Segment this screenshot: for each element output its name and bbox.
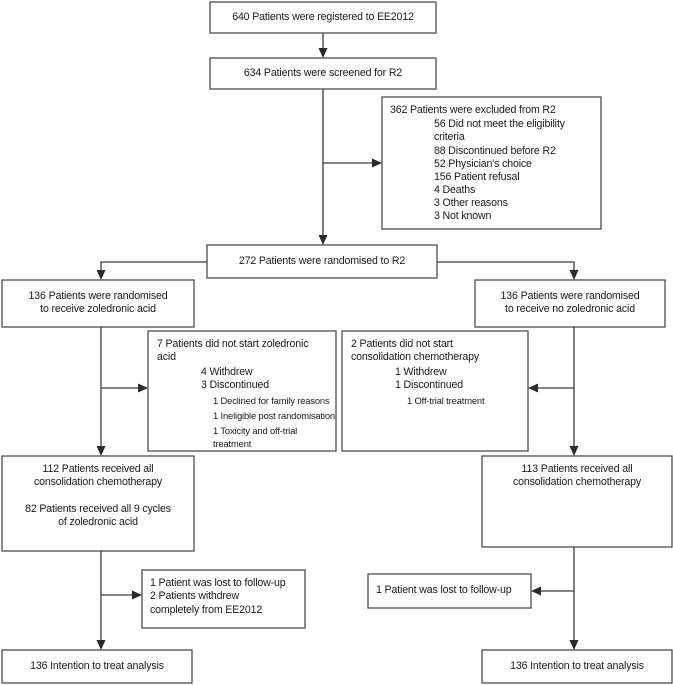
arrowhead-left-lost [132,590,142,600]
arrowhead-left-allocation [96,270,106,280]
box-right-received [481,455,673,548]
arrowhead-left-itt [96,640,106,650]
label-excluded-reason-0: 56 Did not meet the eligibility criteria [434,118,565,144]
box-registered [209,1,437,34]
label-left-not-started-heading: 7 Patients did not start zoledronic acid [157,338,309,364]
label-excluded-reason-2: 52 Physician's choice [434,158,532,170]
box-left-itt [1,649,193,684]
label-right-not-started-heading: 2 Patients did not start consolidation c… [351,338,480,364]
label-left-not-started-l2-0: 1 Declined for family reasons [213,395,330,406]
box-right-not-started [341,330,529,452]
arrowhead-left-not-started [138,383,148,393]
arrowhead-excluded [372,158,382,168]
label-excluded-heading: 362 Patients were excluded from R2 [390,104,556,116]
label-screened: 634 Patients were screened for R2 [243,67,403,79]
label-right-allocation: 136 Patients were randomised to receive … [500,290,640,316]
box-right-itt [481,649,673,684]
box-right-lost [367,573,532,609]
label-excluded-reason-1: 88 Discontinued before R2 [434,145,556,157]
label-excluded-reason-3: 156 Patient refusal [434,171,520,183]
arrowhead-screened [318,48,328,58]
box-right-allocation [474,279,666,328]
label-left-not-started-l2-1: 1 Ineligible post randomisation [213,410,335,421]
label-right-itt: 136 Intention to treat analysis [510,660,644,672]
label-left-itt: 136 Intention to treat analysis [30,660,164,672]
arrowhead-randomised-r2 [318,235,328,245]
label-left-lost: 1 Patient was lost to follow-up 2 Patien… [150,577,286,616]
box-screened [209,57,437,90]
label-left-received-line2: 82 Patients received all 9 cycles of zol… [25,503,171,529]
arrowhead-right-itt [569,640,579,650]
label-left-not-started-l1-0: 4 Withdrew [201,366,253,378]
arrowhead-right-received [569,446,579,456]
box-left-received [1,455,195,552]
label-registered: 640 Patients were registered to EE2012 [232,11,414,23]
label-excluded-reason-5: 3 Other reasons [434,197,508,209]
box-left-lost [141,569,306,629]
label-right-received: 113 Patients received all consolidation … [512,463,641,489]
label-excluded-reason-6: 3 Not known [434,210,492,222]
arrowhead-left-received [96,446,106,456]
box-left-not-started [147,330,337,452]
label-left-received-line1: 112 Patients received all consolidation … [33,463,162,489]
label-right-not-started-l1-1: 1 Discontinued [395,379,463,391]
arrowhead-right-lost [531,586,541,596]
label-right-lost: 1 Patient was lost to follow-up [376,584,512,596]
label-randomised-r2: 272 Patients were randomised to R2 [238,255,406,267]
box-left-allocation [1,279,195,328]
label-excluded-reason-4: 4 Deaths [434,184,476,196]
connector-r2-to-right-arm [437,261,575,274]
connector-r2-to-left-arm [100,261,207,274]
box-excluded [381,96,602,230]
arrowhead-right-not-started [528,383,538,393]
label-left-allocation: 136 Patients were randomised to receive … [28,290,168,316]
label-right-not-started-l2-0: 1 Off-trial treatment [407,395,485,406]
arrowhead-right-allocation [569,270,579,280]
label-left-not-started-l1-1: 3 Discontinued [201,379,269,391]
label-right-not-started-l1-0: 1 Withdrew [395,366,447,378]
label-left-not-started-l2-2: 1 Toxicity and off-trial treatment [213,425,298,450]
